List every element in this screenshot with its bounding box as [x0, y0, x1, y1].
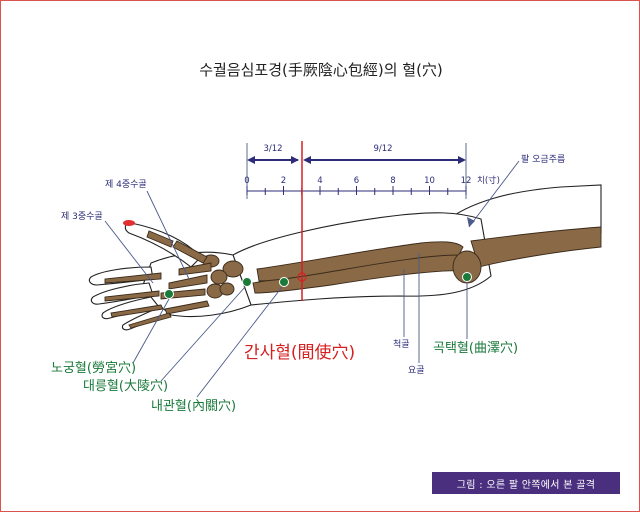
thumbnail: [123, 220, 135, 226]
label-main-point: 간사혈(間使穴): [244, 342, 355, 363]
segment-arrow-left: [247, 156, 299, 164]
label-ulna: 척골: [393, 339, 410, 350]
label-radius: 요골: [408, 365, 425, 376]
neiguan-point: [279, 277, 289, 287]
figure-caption: 그림 : 오른 팔 안쪽에서 본 골격: [432, 472, 620, 494]
segment-label-right: 9/12: [373, 144, 392, 154]
label-quze: 곡택혈(曲澤穴): [433, 341, 518, 356]
label-metacarpal-3: 제 3중수골: [61, 211, 103, 222]
label-neiguan: 내관혈(內關穴): [151, 399, 236, 414]
figure-title: 수궐음심포경(手厥陰心包經)의 혈(穴): [199, 61, 443, 79]
quze-point: [462, 272, 472, 282]
tick-label-4: 4: [317, 176, 322, 186]
tick-label-6: 6: [354, 176, 359, 186]
tick-label-12: 12: [461, 176, 472, 186]
label-laogong: 노궁혈(勞宮穴): [51, 360, 136, 376]
label-daling: 대릉혈(大陵穴): [83, 379, 168, 394]
elbow-arrow: [467, 217, 475, 227]
segment-arrow-right: [303, 156, 466, 164]
label-metacarpal-4: 제 4중수골: [105, 179, 147, 190]
label-elbow-crease: 팔 오금주름: [521, 153, 565, 165]
tick-label-8: 8: [390, 176, 395, 186]
main-point-marker: [297, 272, 307, 282]
segment-label-left: 3/12: [263, 144, 282, 154]
ruler: [246, 186, 467, 195]
bones: [104, 226, 602, 329]
daling-point: [242, 277, 252, 287]
tick-label-10: 10: [424, 176, 435, 186]
laogong-point: [164, 289, 174, 299]
leader-lines: [104, 160, 520, 398]
tick-label-0: 0: [244, 176, 249, 186]
tick-label-2: 2: [281, 176, 286, 186]
scale-unit: 치(寸): [477, 175, 500, 186]
